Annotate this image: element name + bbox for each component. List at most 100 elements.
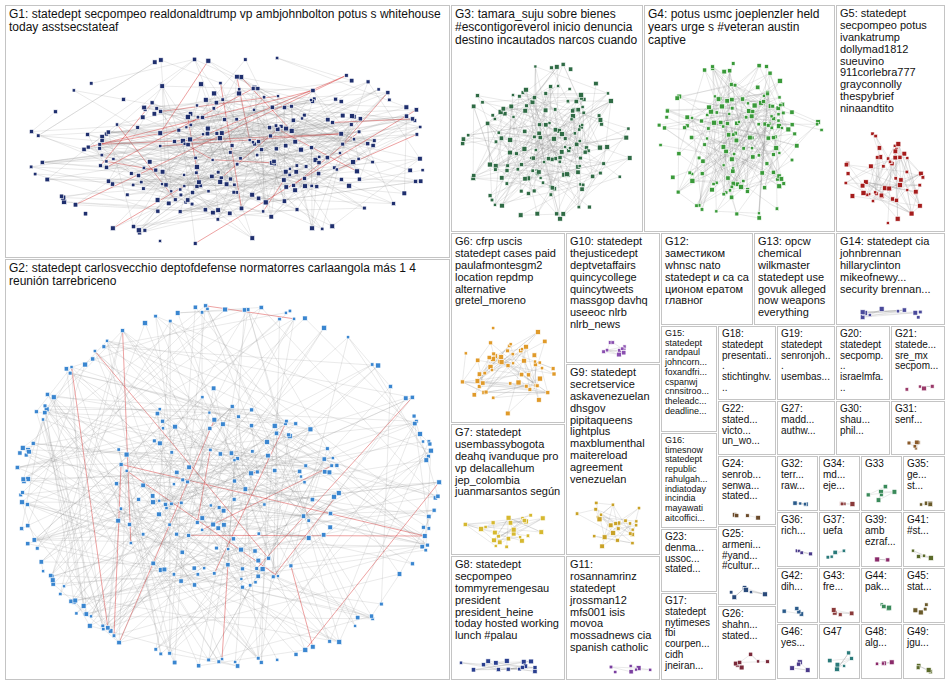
graph-vertex: [713, 95, 716, 98]
graph-vertex: [710, 187, 715, 192]
graph-vertex: [153, 60, 158, 65]
graph-edge: [462, 382, 484, 393]
group-box: G6: cfrp uscis statedept cases paid paul…: [451, 233, 565, 423]
cluster-graph: [645, 53, 834, 231]
graph-edge: [74, 90, 235, 184]
graph-vertex: [349, 123, 353, 127]
graph-vertex: [751, 147, 754, 150]
graph-vertex: [734, 138, 739, 143]
graph-edge: [71, 601, 119, 642]
group-box: G12: заместиком whnsc nato statedept и с…: [661, 233, 753, 325]
graph-vertex: [914, 189, 919, 194]
graph-edge: [711, 87, 758, 111]
graph-vertex: [289, 128, 294, 133]
graph-vertex: [543, 339, 547, 343]
graph-vertex: [573, 132, 576, 135]
graph-vertex: [155, 198, 160, 203]
graph-vertex: [874, 191, 877, 194]
graph-vertex: [519, 349, 523, 353]
graph-vertex: [178, 210, 182, 214]
graph-vertex: [777, 184, 782, 189]
graph-vertex: [578, 139, 581, 142]
graph-vertex: [700, 208, 704, 212]
graph-vertex: [671, 175, 675, 179]
graph-edge: [474, 138, 502, 175]
graph-vertex: [215, 132, 219, 136]
graph-vertex: [511, 94, 514, 97]
graph-edge: [525, 101, 611, 179]
graph-edge: [100, 132, 359, 145]
graph-edge: [679, 70, 705, 154]
graph-edge: [102, 130, 179, 137]
graph-edge: [556, 101, 612, 130]
graph-vertex: [363, 206, 367, 210]
graph-vertex: [559, 150, 564, 155]
graph-edge: [463, 111, 502, 144]
graph-vertex: [487, 355, 491, 359]
graph-edge: [574, 110, 627, 138]
graph-vertex: [722, 125, 725, 128]
graph-vertex: [86, 133, 90, 137]
graph-vertex: [484, 390, 488, 394]
graph-vertex: [518, 213, 523, 218]
graph-vertex: [844, 163, 848, 167]
graph-edge: [495, 137, 534, 170]
graph-vertex: [130, 172, 134, 176]
graph-vertex: [166, 201, 171, 206]
graph-vertex: [715, 210, 718, 213]
graph-vertex: [871, 199, 874, 202]
graph-vertex: [500, 176, 505, 181]
graph-vertex: [752, 103, 757, 108]
group-box: G20: statedept secpomp... israelmfa...: [836, 326, 890, 400]
graph-edge: [511, 106, 521, 191]
graph-edge: [544, 162, 557, 214]
graph-vertex: [742, 179, 745, 182]
graph-vertex: [528, 388, 532, 392]
graph-vertex: [777, 113, 780, 116]
graph-edge: [677, 85, 731, 99]
graph-vertex: [701, 159, 705, 163]
graph-vertex: [512, 115, 515, 118]
graph-vertex: [275, 56, 278, 59]
graph-vertex: [250, 236, 255, 241]
graph-vertex: [505, 411, 510, 416]
graph-vertex: [414, 108, 418, 112]
graph-edge: [259, 93, 388, 142]
graph-vertex: [722, 164, 725, 167]
graph-edge: [702, 108, 778, 174]
graph-edge: [495, 332, 538, 356]
graph-vertex: [553, 108, 557, 112]
graph-vertex: [230, 144, 234, 148]
graph-vertex: [777, 119, 780, 122]
group-label: G19: statedept senronjoh... usembas...: [778, 327, 834, 385]
graph-edge: [521, 173, 601, 215]
graph-vertex: [183, 173, 186, 176]
graph-vertex: [728, 69, 732, 73]
graph-vertex: [334, 97, 338, 101]
graph-vertex: [874, 134, 878, 138]
graph-edge: [577, 101, 611, 144]
graph-vertex: [550, 66, 554, 70]
graph-vertex: [388, 98, 391, 101]
graph-edge: [563, 64, 600, 147]
graph-vertex: [211, 158, 214, 161]
graph-vertex: [460, 380, 464, 384]
graph-edge: [699, 158, 734, 184]
graph-vertex: [202, 133, 205, 136]
graph-vertex: [476, 358, 480, 362]
graph-vertex: [534, 148, 537, 151]
graph-edge: [42, 116, 406, 162]
graph-edge: [896, 149, 921, 173]
graph-vertex: [576, 108, 580, 112]
graph-vertex: [467, 134, 470, 137]
graph-vertex: [527, 373, 531, 377]
graph-vertex: [160, 84, 165, 89]
graph-edge: [381, 387, 390, 605]
graph-vertex: [357, 130, 361, 134]
graph-edge: [699, 181, 743, 205]
graph-edge: [163, 172, 253, 238]
graph-vertex: [899, 178, 903, 182]
graph-edge: [277, 58, 406, 107]
graph-vertex: [728, 112, 731, 115]
graph-vertex: [136, 173, 140, 177]
